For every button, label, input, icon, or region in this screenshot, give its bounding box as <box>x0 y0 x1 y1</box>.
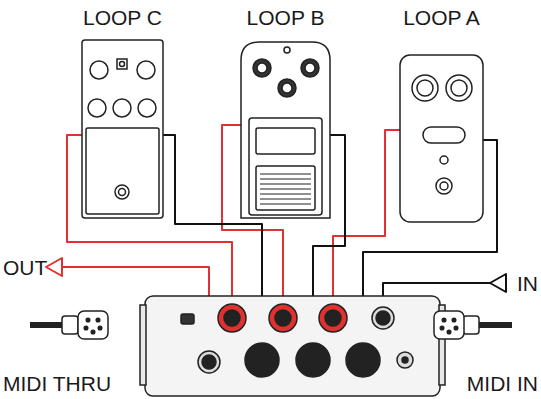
pedal-loop: LOOP A <box>399 6 484 29</box>
midi-port-label: MIDI IN <box>467 372 538 395</box>
loop-heading: LOOP C <box>79 6 166 29</box>
loop-c-pedal <box>82 40 163 218</box>
grille-stripe <box>260 183 311 184</box>
input-label: IN <box>517 272 538 295</box>
grille-stripe <box>260 198 311 199</box>
out-arrow <box>46 258 62 276</box>
in-arrow <box>490 274 506 292</box>
grille-stripe <box>260 188 311 189</box>
loop-heading: LOOP B <box>241 6 330 29</box>
loop-switcher-unit <box>140 296 445 396</box>
grille-stripe <box>260 203 311 204</box>
output-label: OUT <box>3 256 47 279</box>
midi-plug <box>434 311 512 339</box>
grille-stripe <box>260 178 311 179</box>
loop-a-pedal <box>400 55 483 222</box>
loop-heading: LOOP A <box>399 6 484 29</box>
grille-stripe <box>260 173 311 174</box>
send-wire <box>333 130 400 305</box>
loop-b-pedal <box>241 42 330 218</box>
grille-stripe <box>260 193 311 194</box>
pedal-loop: LOOP B <box>241 6 330 29</box>
midi-port-label: MIDI THRU <box>3 372 111 395</box>
midi-plug <box>30 311 108 339</box>
pedal-loop: LOOP C <box>79 6 166 29</box>
